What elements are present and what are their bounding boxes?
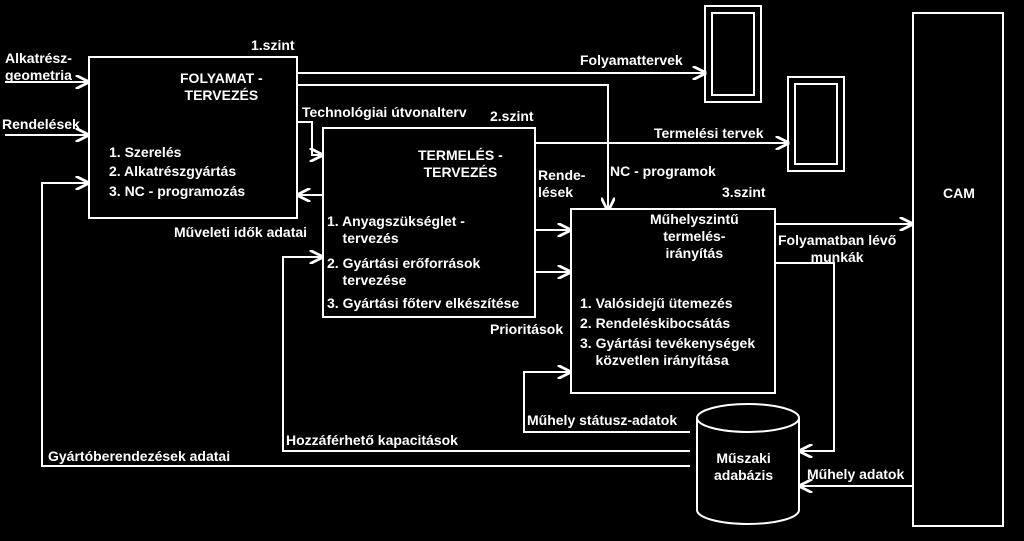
production-plans-label: Termelési tervek: [654, 125, 764, 141]
arrow-nc-programs: [296, 84, 608, 210]
production-plans-document-icon: [787, 76, 845, 172]
shop-data-label: Műhely adatok: [807, 466, 905, 482]
level3-item: 3. Gyártási tevékenységek közvetlen irán…: [580, 335, 756, 368]
level2-title: TERMELÉS - TERVEZÉS: [418, 147, 503, 180]
nc-programs-label: NC - programok: [610, 163, 716, 179]
arrow-tech-route: [296, 121, 322, 155]
process-plans-label: Folyamattervek: [580, 52, 683, 68]
wip-label: Folyamatban lévő munkák: [778, 232, 897, 265]
cam-label: CAM: [943, 185, 975, 201]
level1-item: 1. Szerelés: [109, 144, 182, 160]
available-capacity-label: Hozzáférhető kapacitások: [286, 432, 458, 448]
level3-item: 1. Valósidejű ütemezés: [580, 295, 733, 311]
tech-route-label: Technológiai útvonalterv: [302, 104, 467, 120]
level3-title: Műhelyszintű termelés- irányítás: [650, 211, 739, 261]
cam-box: [912, 12, 1004, 527]
arrow-available-capacity: [282, 257, 690, 452]
priorities-label: Prioritások: [490, 321, 564, 337]
database-label: Műszaki adabázis: [714, 450, 774, 483]
arrow-equipment-data: [41, 183, 690, 467]
process-plans-document-icon: [704, 5, 762, 103]
input-geometry-label: Alkatrész- geometria: [5, 50, 72, 83]
level2-box: [322, 127, 536, 318]
level2-item: 1. Anyagszükséglet - tervezés: [327, 213, 465, 246]
database-cylinder-icon: [696, 403, 800, 525]
level1-item: 3. NC - programozás: [109, 183, 246, 199]
level1-box: [88, 56, 298, 219]
level1-item: 2. Alkatrészgyártás: [109, 163, 237, 179]
input-orders-label: Rendelések: [2, 116, 80, 132]
equipment-data-label: Gyártóberendezések adatai: [48, 448, 231, 464]
level2-item: 2. Gyártási erőforrások tervezése: [327, 255, 481, 288]
level3-item: 2. Rendeléskibocsátás: [580, 315, 731, 331]
shop-status-label: Műhely státusz-adatok: [527, 412, 678, 428]
orders2-label: Rende- lések: [538, 167, 586, 200]
op-times-label: Műveleti idők adatai: [174, 224, 308, 240]
level2-item: 3. Gyártási főterv elkészítése: [327, 295, 520, 311]
level1-label: 1.szint: [251, 37, 295, 53]
arrow-shop-status: [523, 372, 690, 433]
arrow-db-loop: [776, 262, 835, 451]
level1-title: FOLYAMAT - TERVEZÉS: [180, 70, 263, 103]
level3-box: [570, 208, 776, 394]
level3-label: 3.szint: [722, 184, 766, 200]
level2-label: 2.szint: [490, 108, 534, 124]
